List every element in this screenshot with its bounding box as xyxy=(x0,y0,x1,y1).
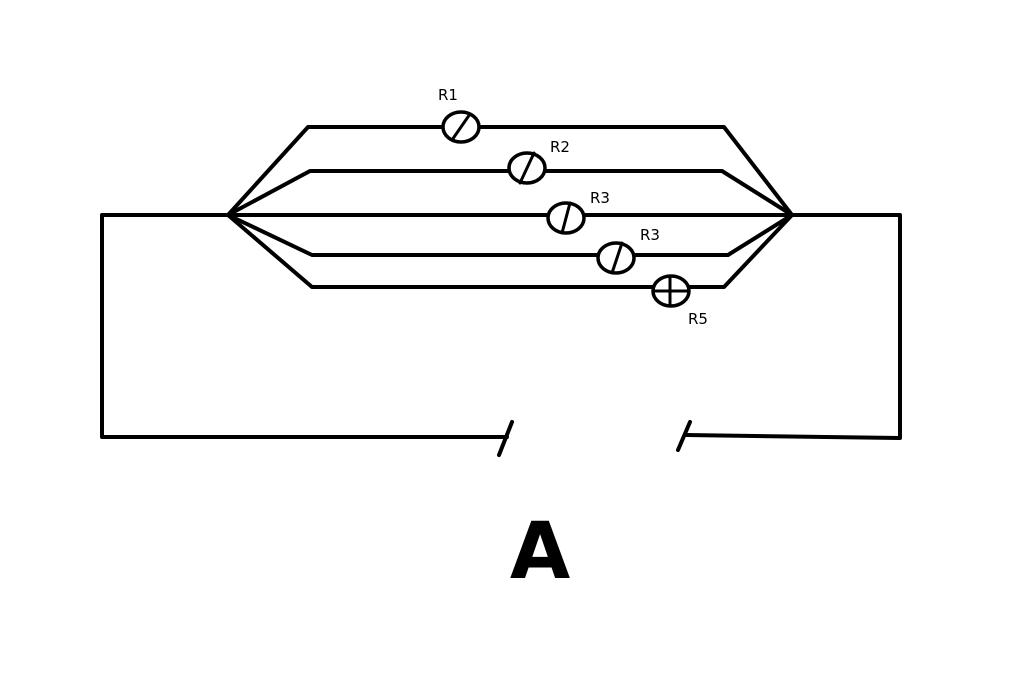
bulb-label-r5: R5 xyxy=(688,310,708,328)
left-outer-wire xyxy=(100,213,509,439)
bulb-label-r2: R2 xyxy=(550,138,570,156)
battery-plate-right xyxy=(676,420,692,452)
parallel-branches xyxy=(226,125,794,289)
bulb-r3b: R3 xyxy=(596,226,660,275)
branch-wire-5 xyxy=(226,213,794,289)
bulb-label-r3b: R3 xyxy=(640,226,660,244)
branch-wire-4 xyxy=(226,213,794,257)
bulb-r2: R2 xyxy=(507,138,570,185)
branch-wire-1 xyxy=(226,125,794,217)
bulbs: R1 R2 R3 R3 R5 xyxy=(438,86,708,328)
diagram-caption: A xyxy=(510,507,570,597)
bulb-r3a: R3 xyxy=(546,189,610,235)
bulb-label-r3a: R3 xyxy=(590,189,610,207)
branch-wire-2 xyxy=(226,169,794,217)
right-outer-wire xyxy=(684,213,902,440)
bulb-r1: R1 xyxy=(438,86,481,144)
battery-plate-left xyxy=(497,420,514,457)
bulb-r5: R5 xyxy=(651,274,708,328)
battery-cell xyxy=(497,420,692,457)
bulb-label-r1: R1 xyxy=(438,86,458,104)
outer-loop-wires xyxy=(100,213,902,440)
